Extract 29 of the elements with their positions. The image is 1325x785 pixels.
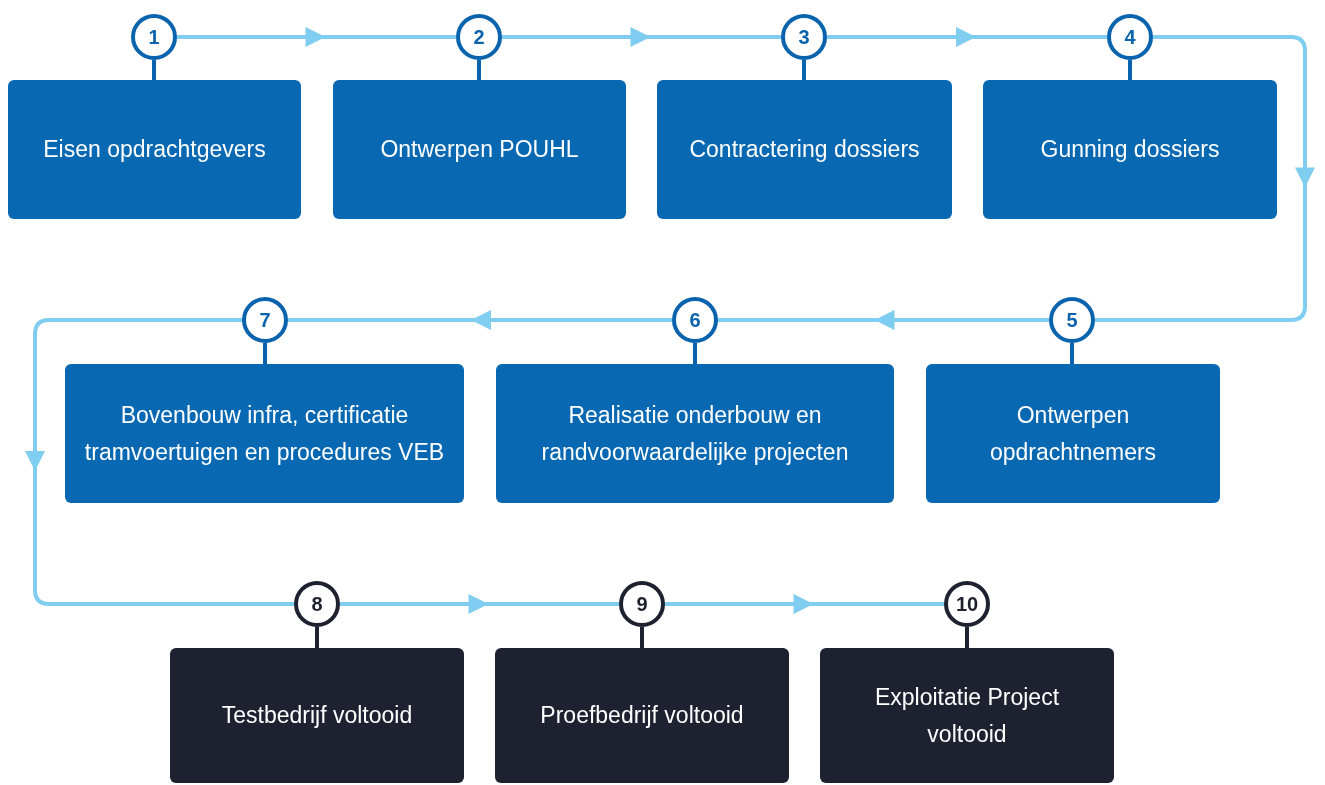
connector-line (640, 627, 644, 648)
connector-line (802, 60, 806, 80)
arrow (502, 27, 781, 47)
arrow (1095, 35, 1315, 322)
step-box: Realisatie onderbouw en randvoorwaardelijke projecten (496, 364, 894, 503)
step-box: Ontwerpen POUHL (333, 80, 626, 219)
connector-line (477, 60, 481, 80)
step-box: Contractering dossiers (657, 80, 952, 219)
connector-line (965, 627, 969, 648)
arrow (718, 310, 1049, 330)
step-box: Eisen opdrachtgevers (8, 80, 301, 219)
arrow (177, 27, 456, 47)
step-box: Exploitatie Project voltooid (820, 648, 1114, 783)
arrow (288, 310, 672, 330)
connector-line (1128, 60, 1132, 80)
step-box: Proefbedrijf voltooid (495, 648, 789, 783)
connector-line (263, 343, 267, 364)
step-box: Gunning dossiers (983, 80, 1277, 219)
step-box: Testbedrijf voltooid (170, 648, 464, 783)
connector-line (693, 343, 697, 364)
arrow (827, 27, 1107, 47)
step-box: Ontwerpen opdrachtnemers (926, 364, 1220, 503)
arrow (340, 594, 619, 614)
arrow (25, 318, 294, 606)
arrow (665, 594, 944, 614)
step-box: Bovenbouw infra, certificatie tramvoertuigen en procedures VEB (65, 364, 464, 503)
connector-line (1070, 343, 1074, 364)
connector-line (315, 627, 319, 648)
connector-line (152, 60, 156, 80)
